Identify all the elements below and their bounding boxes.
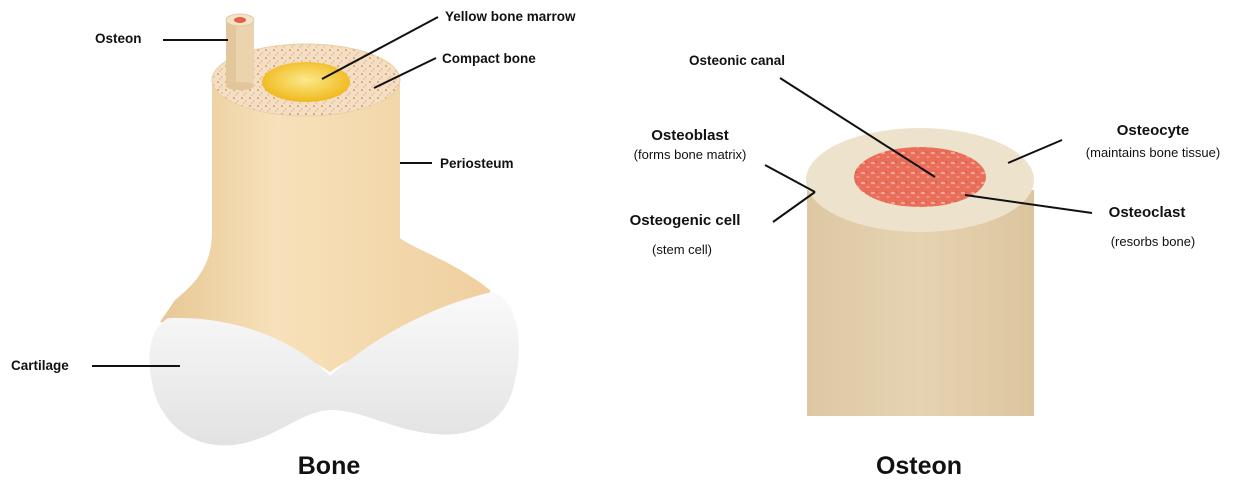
- label-osteonic-canal: Osteonic canal: [689, 53, 785, 68]
- label-osteocyte-group: Osteocyte (maintains bone tissue): [1086, 122, 1220, 160]
- label-osteoblast-group: Osteoblast (forms bone matrix): [634, 127, 747, 162]
- label-osteon: Osteon: [95, 31, 142, 46]
- label-osteocyte: Osteocyte: [1086, 122, 1220, 139]
- small-osteon: [226, 14, 254, 90]
- label-periosteum: Periosteum: [440, 156, 514, 171]
- label-osteoclast: Osteoclast: [1109, 204, 1186, 221]
- yellow-marrow: [262, 62, 350, 102]
- label-compact-bone: Compact bone: [442, 51, 536, 66]
- label-osteogenic-cell: Osteogenic cell: [630, 212, 741, 229]
- osteon-illustration: [806, 128, 1034, 416]
- label-osteoclast-desc: (resorbs bone): [1111, 234, 1196, 249]
- title-osteon: Osteon: [876, 452, 962, 481]
- label-cartilage: Cartilage: [11, 358, 69, 373]
- osteonic-canal-area: [854, 147, 986, 207]
- label-osteoblast-desc: (forms bone matrix): [634, 147, 747, 162]
- label-osteoblast: Osteoblast: [634, 127, 747, 144]
- label-yellow-bone-marrow: Yellow bone marrow: [445, 9, 576, 24]
- label-osteogenic-cell-desc: (stem cell): [652, 242, 712, 257]
- bone-illustration: [149, 14, 518, 445]
- title-bone: Bone: [298, 452, 361, 481]
- label-osteocyte-desc: (maintains bone tissue): [1086, 145, 1220, 160]
